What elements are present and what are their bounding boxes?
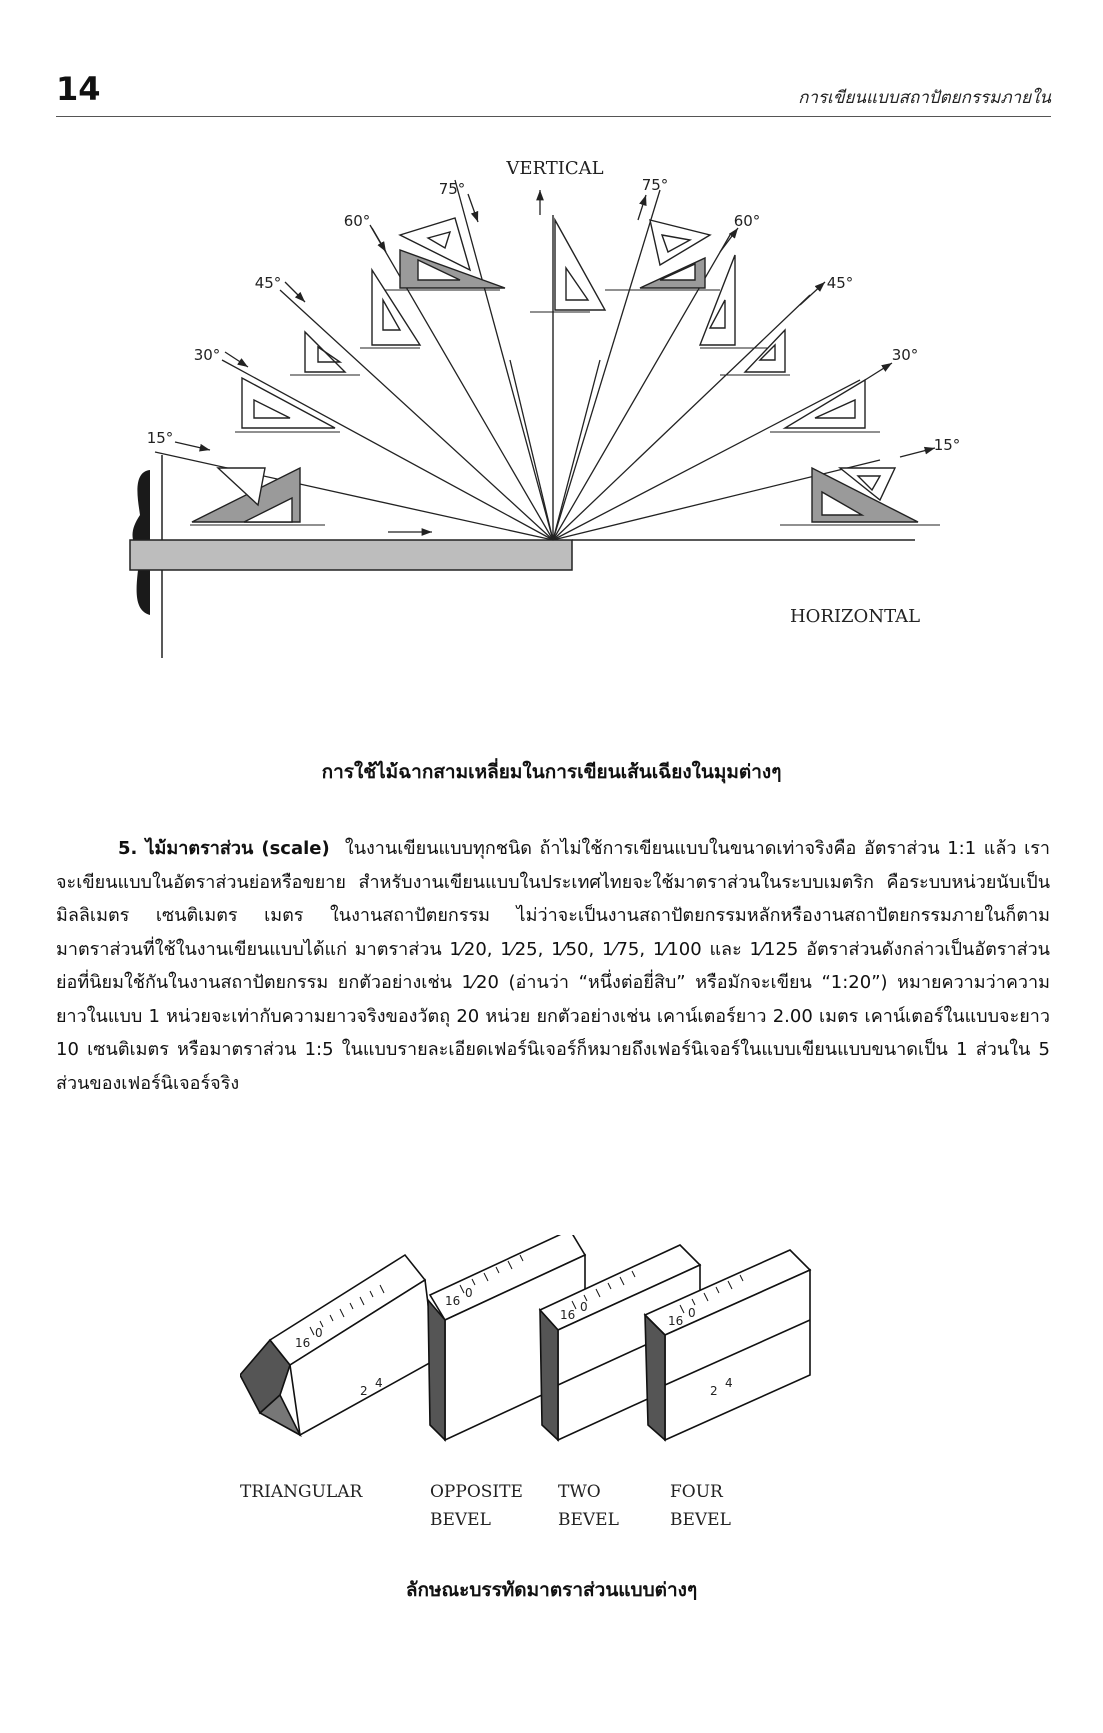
scale-mark-16: 16 <box>295 1336 310 1350</box>
label-two-bevel: BEVEL <box>558 1510 619 1530</box>
running-title: การเขียนแบบสถาปัตยกรรมภายใน <box>798 88 1051 108</box>
angle-label-right-30: 30° <box>892 346 919 364</box>
scale-mark-16: 16 <box>560 1308 575 1322</box>
page-number: 14 <box>56 70 101 108</box>
scale-mark-16: 16 <box>445 1294 460 1308</box>
section-heading: 5. ไม้มาตราส่วน (scale) <box>118 838 330 859</box>
four-bevel-scale <box>643 1249 812 1442</box>
scale-mark-2: 2 <box>710 1384 718 1398</box>
paragraph-text: ในงานเขียนแบบทุกชนิด ถ้าไม่ใช้การเขียนแบ… <box>56 838 1050 1094</box>
angle-label-left-15: 15° <box>147 429 174 447</box>
scale-mark-0: 0 <box>580 1300 588 1314</box>
label-four-bevel: BEVEL <box>670 1510 731 1530</box>
scale-mark-4: 4 <box>725 1376 733 1390</box>
right-triangles <box>554 217 919 523</box>
label-two: TWO <box>558 1482 601 1502</box>
body-paragraph: 5. ไม้มาตราส่วน (scale) ในงานเขียนแบบทุก… <box>56 832 1050 1100</box>
scale-mark-2: 2 <box>360 1384 368 1398</box>
angle-label-right-60: 60° <box>734 212 761 230</box>
right-angle-lines <box>552 189 881 541</box>
angle-label-right-45: 45° <box>827 274 854 292</box>
angle-label-left-30: 30° <box>194 346 221 364</box>
opposite-bevel-scale <box>427 1235 587 1442</box>
horizontal-label: HORIZONTAL <box>790 606 920 627</box>
angle-label-left-45: 45° <box>255 274 282 292</box>
angle-label-right-75: 75° <box>642 176 669 194</box>
label-four: FOUR <box>670 1482 724 1502</box>
scale-mark-0: 0 <box>315 1326 323 1340</box>
scale-mark-0: 0 <box>688 1306 696 1320</box>
scale-mark-0: 0 <box>465 1286 473 1300</box>
scale-types-figure: 16 0 16 0 16 0 16 0 2 4 2 4 TRIANGULAR O… <box>240 1235 812 1530</box>
scale-tick-marks <box>309 1254 744 1336</box>
vertical-label: VERTICAL <box>505 160 603 179</box>
triangular-scale <box>240 1253 436 1437</box>
guide-lines <box>190 289 940 526</box>
angle-label-right-15: 15° <box>934 436 961 454</box>
left-triangles <box>191 217 506 523</box>
label-triangular: TRIANGULAR <box>240 1482 363 1502</box>
triangle-angles-figure: VERTICAL <box>129 160 961 658</box>
label-opposite: OPPOSITE <box>430 1482 523 1502</box>
header-rule <box>56 116 1051 117</box>
angle-label-left-60: 60° <box>344 212 371 230</box>
angle-label-left-75: 75° <box>439 180 466 198</box>
angle-arrows <box>174 193 936 458</box>
t-square-blade <box>129 539 573 571</box>
scale-mark-16: 16 <box>668 1314 683 1328</box>
figure1-caption: การใช้ไม้ฉากสามเหลี่ยมในการเขียนเส้นเฉีย… <box>321 761 782 783</box>
figure2-caption: ลักษณะบรรทัดมาตราส่วนแบบต่างๆ <box>405 1579 698 1601</box>
label-opposite-bevel: BEVEL <box>430 1510 491 1530</box>
scale-mark-4: 4 <box>375 1376 383 1390</box>
